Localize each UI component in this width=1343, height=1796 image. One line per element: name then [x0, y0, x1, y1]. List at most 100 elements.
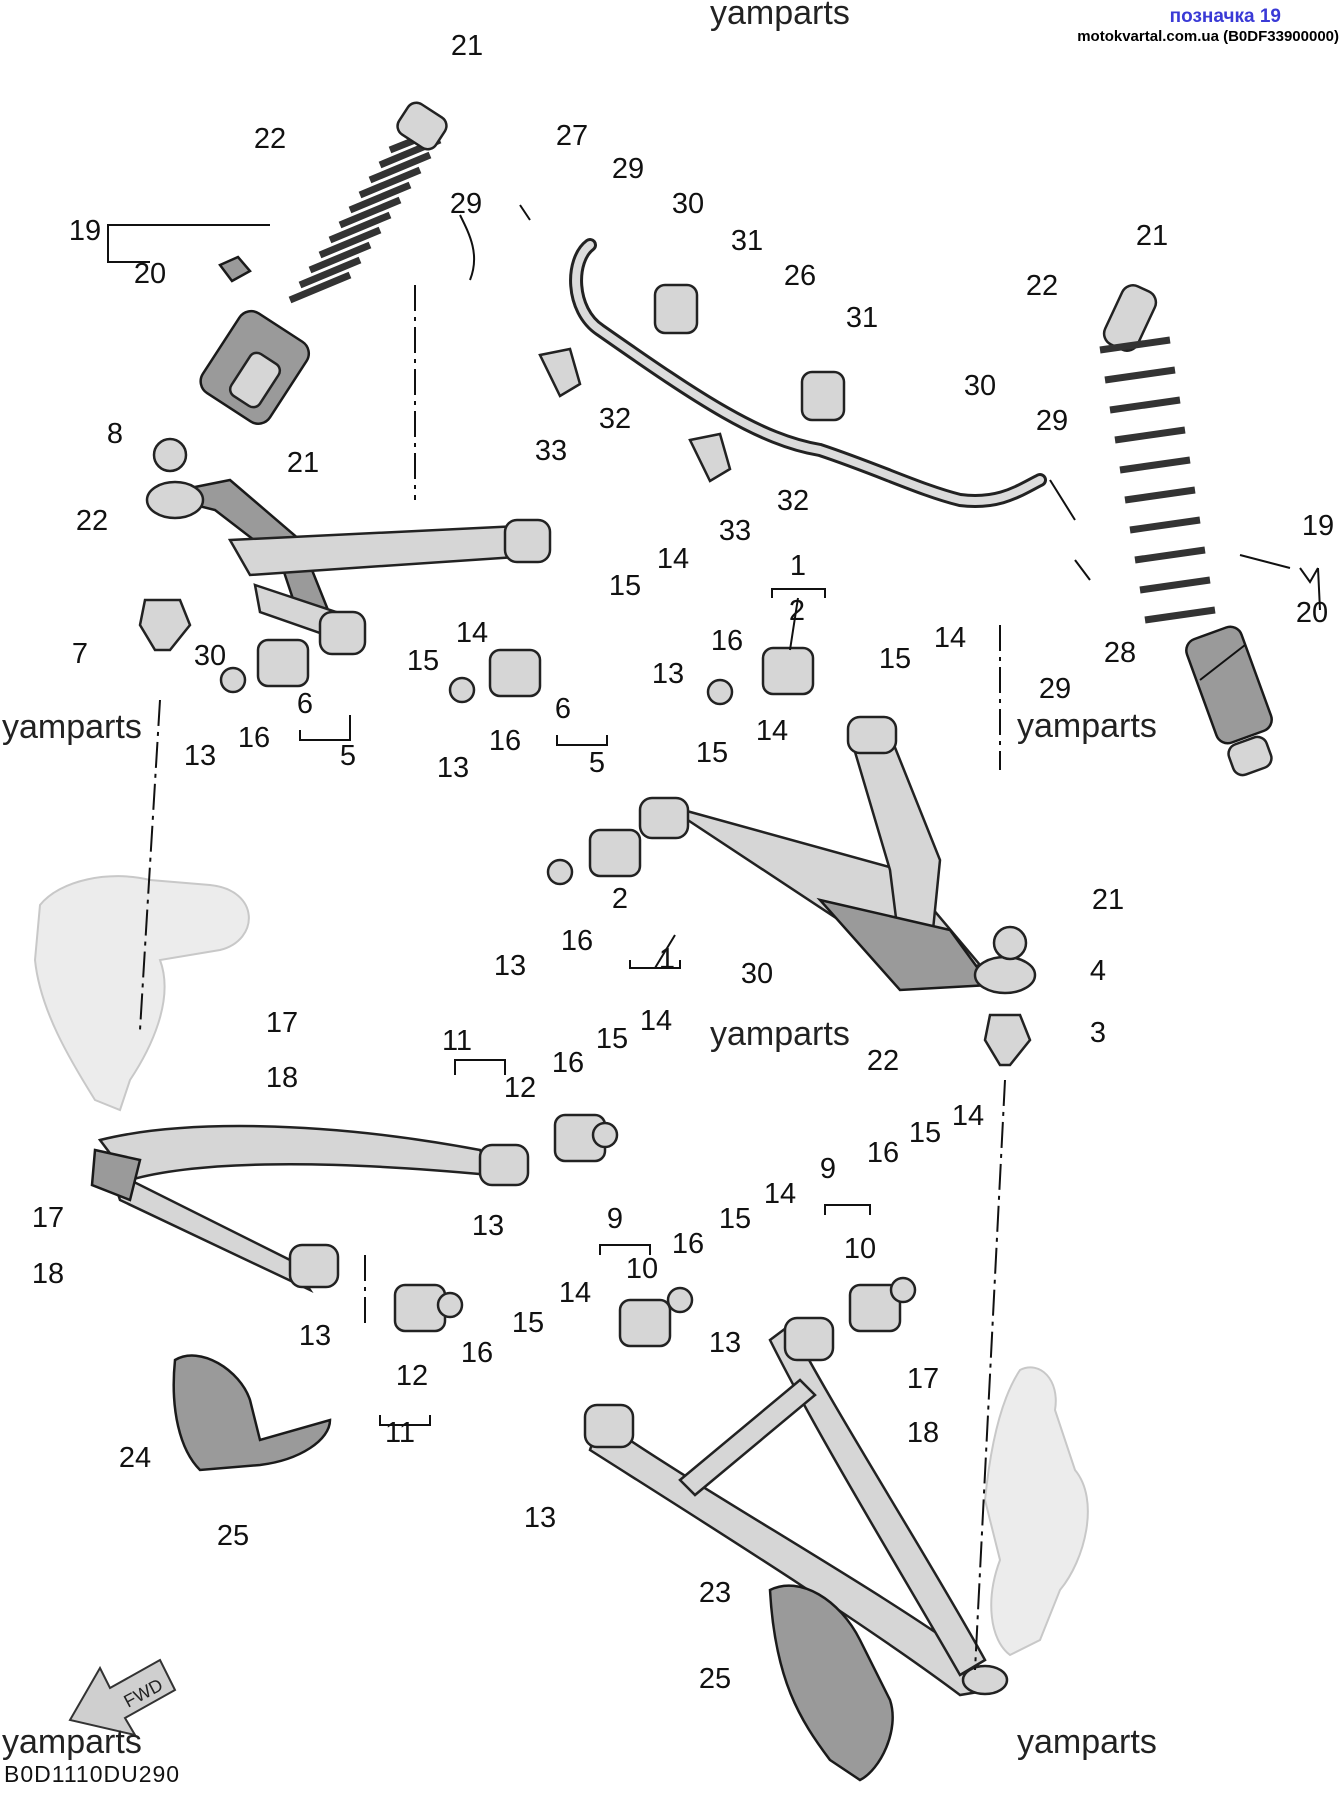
callout-14: 14	[764, 1178, 796, 1210]
callout-13: 13	[494, 950, 526, 982]
watermark: yamparts	[1017, 707, 1157, 745]
callout-26: 26	[784, 260, 816, 292]
callout-13: 13	[652, 658, 684, 690]
callout-33: 33	[719, 515, 751, 547]
callout-17: 17	[266, 1007, 298, 1039]
left-steering-knuckle-ghost	[33, 875, 250, 1112]
ball-joint-left	[138, 598, 192, 652]
callout-25: 25	[217, 1520, 249, 1552]
right-shock-absorber	[1099, 284, 1273, 777]
callout-15: 15	[696, 737, 728, 769]
callout-29: 29	[450, 188, 482, 220]
callout-20: 20	[134, 258, 166, 290]
right-upper-arm	[638, 715, 1037, 995]
callout-22: 22	[1026, 270, 1058, 302]
bushing-bracket-left	[538, 347, 582, 398]
callout-21: 21	[1136, 220, 1168, 252]
callout-30: 30	[741, 958, 773, 990]
callout-10: 10	[626, 1253, 658, 1285]
callout-22: 22	[254, 123, 286, 155]
callout-13: 13	[524, 1502, 556, 1534]
callout-14: 14	[934, 622, 966, 654]
callout-3: 3	[1090, 1017, 1106, 1049]
callout-13: 13	[709, 1327, 741, 1359]
callout-12: 12	[396, 1360, 428, 1392]
callout-31: 31	[731, 225, 763, 257]
callout-20: 20	[1296, 597, 1328, 629]
diagram-code: B0D1110DU290	[4, 1761, 181, 1787]
callout-8: 8	[107, 418, 123, 450]
left-lower-arm	[90, 1124, 530, 1294]
callout-15: 15	[909, 1117, 941, 1149]
callout-33: 33	[535, 435, 567, 467]
callout-23: 23	[699, 1577, 731, 1609]
callout-16: 16	[461, 1337, 493, 1369]
callout-15: 15	[596, 1023, 628, 1055]
callout-29: 29	[1036, 405, 1068, 437]
leader-lines	[107, 204, 1321, 1671]
right-lower-arm	[583, 1316, 1009, 1697]
callout-16: 16	[489, 725, 521, 757]
watermark: yamparts	[710, 0, 850, 32]
callout-10: 10	[844, 1233, 876, 1265]
callout-21: 21	[287, 447, 319, 479]
callout-14: 14	[657, 543, 689, 575]
callout-15: 15	[719, 1203, 751, 1235]
callout-16: 16	[867, 1137, 899, 1169]
callout-16: 16	[711, 625, 743, 657]
callout-21: 21	[451, 30, 483, 62]
callout-13: 13	[184, 740, 216, 772]
callout-31: 31	[846, 302, 878, 334]
callout-17: 17	[907, 1363, 939, 1395]
callout-30: 30	[194, 640, 226, 672]
callout-32: 32	[777, 485, 809, 517]
guard-left	[172, 1354, 332, 1472]
callout-11: 11	[442, 1025, 472, 1057]
callout-29: 29	[1039, 673, 1071, 705]
bushing-bracket-right	[688, 432, 732, 483]
bushings-washers	[152, 437, 1028, 1348]
callout-15: 15	[512, 1307, 544, 1339]
callout-15: 15	[609, 570, 641, 602]
callout-16: 16	[238, 722, 270, 754]
shock-clip	[218, 255, 252, 283]
header-link[interactable]: позначка 19	[1169, 6, 1281, 27]
callout-27: 27	[556, 120, 588, 152]
right-steering-knuckle-ghost	[983, 1366, 1089, 1657]
callout-19: 19	[69, 215, 101, 247]
callout-13: 13	[299, 1320, 331, 1352]
callout-17: 17	[32, 1202, 64, 1234]
watermark: yamparts	[1017, 1723, 1157, 1761]
callout-24: 24	[119, 1442, 151, 1474]
callout-9: 9	[820, 1153, 836, 1185]
callout-9: 9	[607, 1203, 623, 1235]
callout-2: 2	[612, 883, 628, 915]
callout-1: 1	[659, 943, 675, 975]
header-site-text: motokvartal.com.ua (B0DF33900000)	[1077, 28, 1339, 45]
left-shock-absorber	[199, 101, 448, 425]
callout-13: 13	[437, 752, 469, 784]
callout-30: 30	[964, 370, 996, 402]
stabilizer-bushing-right	[800, 370, 846, 422]
callout-7: 7	[72, 638, 88, 670]
callout-19: 19	[1302, 510, 1334, 542]
callout-18: 18	[32, 1258, 64, 1290]
callout-6: 6	[555, 693, 571, 725]
callout-18: 18	[907, 1417, 939, 1449]
callout-22: 22	[76, 505, 108, 537]
watermark: yamparts	[2, 1723, 142, 1761]
callout-5: 5	[340, 740, 356, 772]
callout-16: 16	[552, 1047, 584, 1079]
guard-right	[768, 1584, 894, 1782]
callout-15: 15	[407, 645, 439, 677]
callout-28: 28	[1104, 637, 1136, 669]
callout-22: 22	[867, 1045, 899, 1077]
callout-4: 4	[1090, 955, 1106, 987]
callout-32: 32	[599, 403, 631, 435]
callout-2: 2	[789, 595, 805, 627]
callout-14: 14	[756, 715, 788, 747]
callout-5: 5	[589, 747, 605, 779]
stabilizer-bushing-left	[653, 283, 699, 335]
callout-16: 16	[561, 925, 593, 957]
